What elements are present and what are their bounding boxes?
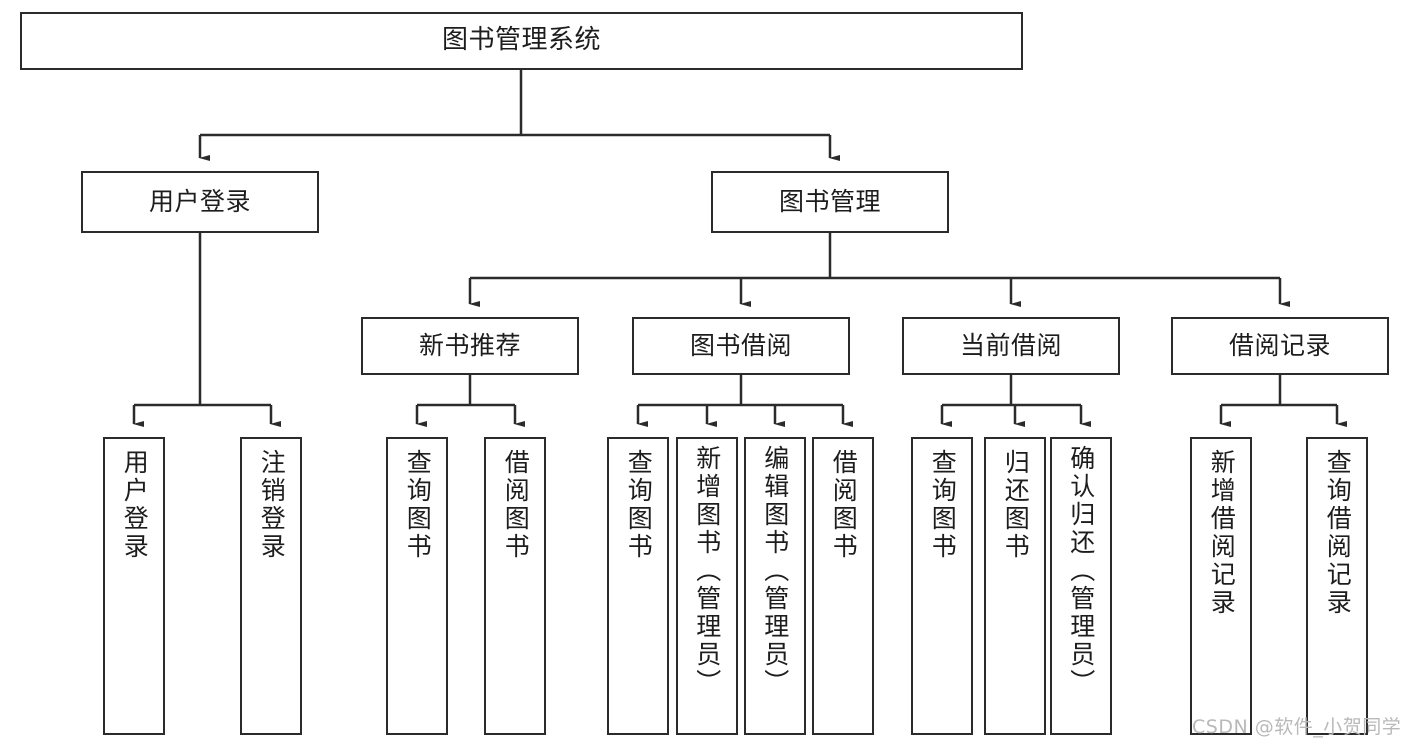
node-leaf-confirm-return-label: 确认归还（管理员） — [1066, 445, 1096, 697]
node-leaf-borrow-book-2[interactable]: 借阅图书 — [812, 437, 874, 735]
node-leaf-confirm-return[interactable]: 确认归还（管理员） — [1050, 437, 1112, 735]
node-leaf-add-book-label: 新增图书（管理员） — [692, 445, 722, 697]
edge-book-manage-to-level3 — [468, 233, 1290, 307]
node-leaf-return-book[interactable]: 归还图书 — [984, 437, 1046, 735]
node-new-book-recommend[interactable]: 新书推荐 — [361, 317, 579, 375]
node-leaf-query-book-3-label: 查询图书 — [928, 449, 958, 561]
node-book-borrow[interactable]: 图书借阅 — [632, 317, 850, 375]
node-leaf-edit-book-label: 编辑图书（管理员） — [760, 445, 790, 697]
node-book-manage[interactable]: 图书管理 — [711, 171, 949, 233]
edge-current-borrow-to-leaves — [940, 375, 1091, 427]
node-leaf-logout-label: 注销登录 — [257, 449, 287, 561]
edge-new-book-recommend-to-leaves — [415, 375, 525, 427]
node-borrow-record[interactable]: 借阅记录 — [1171, 317, 1389, 375]
csdn-watermark: CSDN @软件_小贺同学 — [1192, 716, 1402, 738]
node-book-borrow-label: 图书借阅 — [689, 330, 792, 360]
node-new-book-recommend-label: 新书推荐 — [418, 330, 521, 360]
node-leaf-query-book-1[interactable]: 查询图书 — [386, 437, 448, 735]
node-leaf-add-record[interactable]: 新增借阅记录 — [1190, 437, 1252, 735]
node-leaf-edit-book[interactable]: 编辑图书（管理员） — [744, 437, 806, 735]
edge-root-to-level2 — [198, 70, 840, 161]
node-leaf-user-login-label: 用户登录 — [120, 449, 150, 561]
node-leaf-query-book-3[interactable]: 查询图书 — [911, 437, 973, 735]
node-user-login[interactable]: 用户登录 — [81, 171, 319, 233]
node-leaf-user-login[interactable]: 用户登录 — [103, 437, 165, 735]
node-leaf-return-book-label: 归还图书 — [1001, 449, 1031, 561]
node-leaf-query-book-2[interactable]: 查询图书 — [607, 437, 669, 735]
edge-book-borrow-to-leaves — [636, 375, 853, 427]
edge-borrow-record-to-leaves — [1219, 375, 1347, 427]
node-leaf-logout[interactable]: 注销登录 — [240, 437, 302, 735]
node-current-borrow-label: 当前借阅 — [959, 330, 1062, 360]
node-leaf-query-book-2-label: 查询图书 — [624, 449, 654, 561]
node-leaf-borrow-book-2-label: 借阅图书 — [829, 449, 859, 561]
node-leaf-add-record-label: 新增借阅记录 — [1207, 449, 1237, 617]
edge-user-login-to-leaves — [132, 233, 281, 427]
node-root[interactable]: 图书管理系统 — [20, 12, 1023, 70]
node-leaf-query-record[interactable]: 查询借阅记录 — [1306, 437, 1368, 735]
node-leaf-borrow-book-1-label: 借阅图书 — [501, 449, 531, 561]
node-book-manage-label: 图书管理 — [778, 186, 881, 216]
node-leaf-borrow-book-1[interactable]: 借阅图书 — [484, 437, 546, 735]
node-borrow-record-label: 借阅记录 — [1228, 330, 1331, 360]
node-user-login-label: 用户登录 — [148, 186, 251, 216]
node-leaf-add-book[interactable]: 新增图书（管理员） — [676, 437, 738, 735]
node-leaf-query-record-label: 查询借阅记录 — [1323, 449, 1353, 617]
node-current-borrow[interactable]: 当前借阅 — [902, 317, 1120, 375]
node-leaf-query-book-1-label: 查询图书 — [403, 449, 433, 561]
node-root-label: 图书管理系统 — [441, 25, 601, 56]
